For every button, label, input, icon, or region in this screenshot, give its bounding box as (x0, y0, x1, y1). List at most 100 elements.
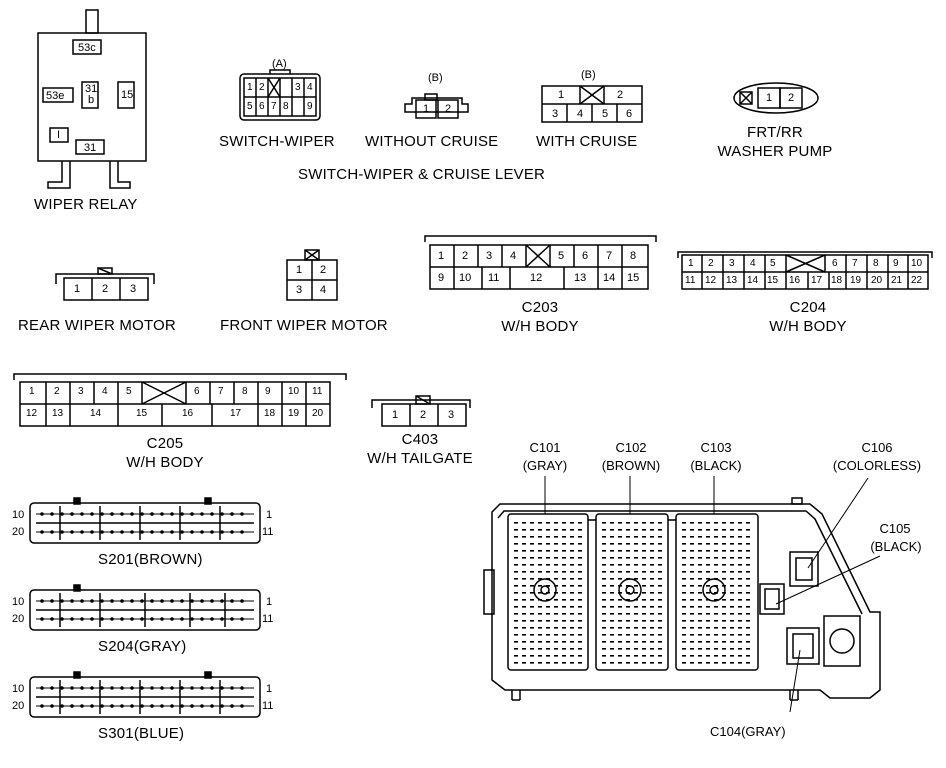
without-cruise-title: WITHOUT CRUISE (365, 133, 499, 150)
jb-pin-cell (546, 536, 550, 538)
jb-pin-cell (546, 606, 550, 608)
jb-pin-cell (618, 522, 622, 524)
jb-pin-cell (634, 662, 638, 664)
wiper-relay-title: WIPER RELAY (34, 196, 138, 213)
c204-pin-21: 21 (891, 275, 903, 286)
splice-pin (40, 617, 44, 621)
jb-pin-cell (714, 522, 718, 524)
jb-pin-cell (706, 536, 710, 538)
jb-pin-cell (546, 522, 550, 524)
c204-pin-14: 14 (747, 275, 759, 286)
splice-s201 (29, 497, 261, 544)
rear-motor-pin-2: 2 (102, 283, 109, 295)
splice-pin (240, 686, 244, 690)
jb-pin-cell (722, 662, 726, 664)
jb-pin-cell (570, 571, 574, 573)
splice-pin (80, 704, 84, 708)
jb-pin-cell (650, 557, 654, 559)
jb-pin-cell (682, 578, 686, 580)
jb-pin-cell (554, 529, 558, 531)
s201-left-bottom: 20 (12, 526, 25, 538)
splice-pin (60, 617, 64, 621)
jb-pin-cell (514, 648, 518, 650)
jb-pin-cell (690, 529, 694, 531)
jb-pin-cell (570, 536, 574, 538)
c204-pin-1: 1 (688, 258, 694, 269)
front-wiper-motor-connector (286, 249, 338, 301)
c203-pin-10: 10 (459, 272, 472, 284)
jb-pin-cell (530, 557, 534, 559)
jb-pin-cell (626, 599, 630, 601)
jb-pin-cell (514, 662, 518, 664)
jb-pin-cell (538, 585, 542, 587)
leader-lines (544, 476, 881, 713)
jb-pin-cell (546, 592, 550, 594)
jb-pin-cell (618, 571, 622, 573)
relay-terminal-15 (117, 81, 135, 109)
jb-pin-cell (626, 662, 630, 664)
jb-pin-cell (578, 529, 582, 531)
c205-title: C205 (146, 435, 184, 452)
jb-pin-cell (690, 627, 694, 629)
jb-pin-cell (658, 536, 662, 538)
jb-pin-cell (738, 599, 742, 601)
jb-pin-cell (690, 592, 694, 594)
jb-pin-cell (562, 550, 566, 552)
jb-pin-cell (578, 564, 582, 566)
jb-pin-cell (722, 585, 726, 587)
jb-pin-cell (562, 529, 566, 531)
splice-pin (190, 599, 194, 603)
jb-pin-cell (730, 599, 734, 601)
splice-pin (220, 686, 224, 690)
jb-pin-cell (698, 627, 702, 629)
jb-pin-cell (722, 648, 726, 650)
jb-pin-cell (714, 592, 718, 594)
s204-title: S204(GRAY) (98, 638, 187, 655)
jb-pin-cell (698, 634, 702, 636)
jb-pin-cell (618, 564, 622, 566)
jb-pin-cell (522, 571, 526, 573)
jb-pin-cell (610, 641, 614, 643)
jb-pin-cell (530, 585, 534, 587)
jb-pin-cell (738, 585, 742, 587)
jb-pin-cell (514, 550, 518, 552)
c203-pin-11: 11 (488, 272, 500, 284)
splice-pin (70, 617, 74, 621)
jb-pin-cell (530, 627, 534, 629)
jb-pin-cell (634, 634, 638, 636)
jb-pin-cell (722, 536, 726, 538)
jb-pin-cell (738, 543, 742, 545)
jb-pin-cell (626, 627, 630, 629)
splice-pin (200, 512, 204, 516)
jb-pin-cell (690, 522, 694, 524)
jb-pin-cell (714, 606, 718, 608)
jb-pin-cell (570, 662, 574, 664)
jb-pin-cell (626, 529, 630, 531)
c205-pin-8: 8 (242, 386, 248, 397)
jb-pin-cell (610, 592, 614, 594)
c104-socket (786, 627, 820, 665)
jb-pin-cell (682, 564, 686, 566)
jb-pin-cell (530, 550, 534, 552)
jb-pin-cell (618, 648, 622, 650)
jb-pin-cell (746, 557, 750, 559)
jb-pin-cell (714, 529, 718, 531)
jb-pin-cell (738, 662, 742, 664)
jb-pin-cell (690, 620, 694, 622)
splice-pin (50, 512, 54, 516)
jb-pin-cell (546, 543, 550, 545)
jb-pin-cell (634, 543, 638, 545)
jb-pin-cell (714, 543, 718, 545)
jb-pin-cell (746, 585, 750, 587)
splice-pin (160, 599, 164, 603)
jb-pin-cell (618, 557, 622, 559)
jb-pin-cell (706, 529, 710, 531)
c204-pin-9: 9 (893, 258, 899, 269)
jb-pin-cell (650, 613, 654, 615)
c104-leader (789, 649, 801, 713)
jb-pin-cell (610, 557, 614, 559)
relay-terminal-31 (75, 139, 105, 155)
jb-pin-cell (658, 599, 662, 601)
splice-pin (100, 686, 104, 690)
c204-pin-20: 20 (871, 275, 883, 286)
